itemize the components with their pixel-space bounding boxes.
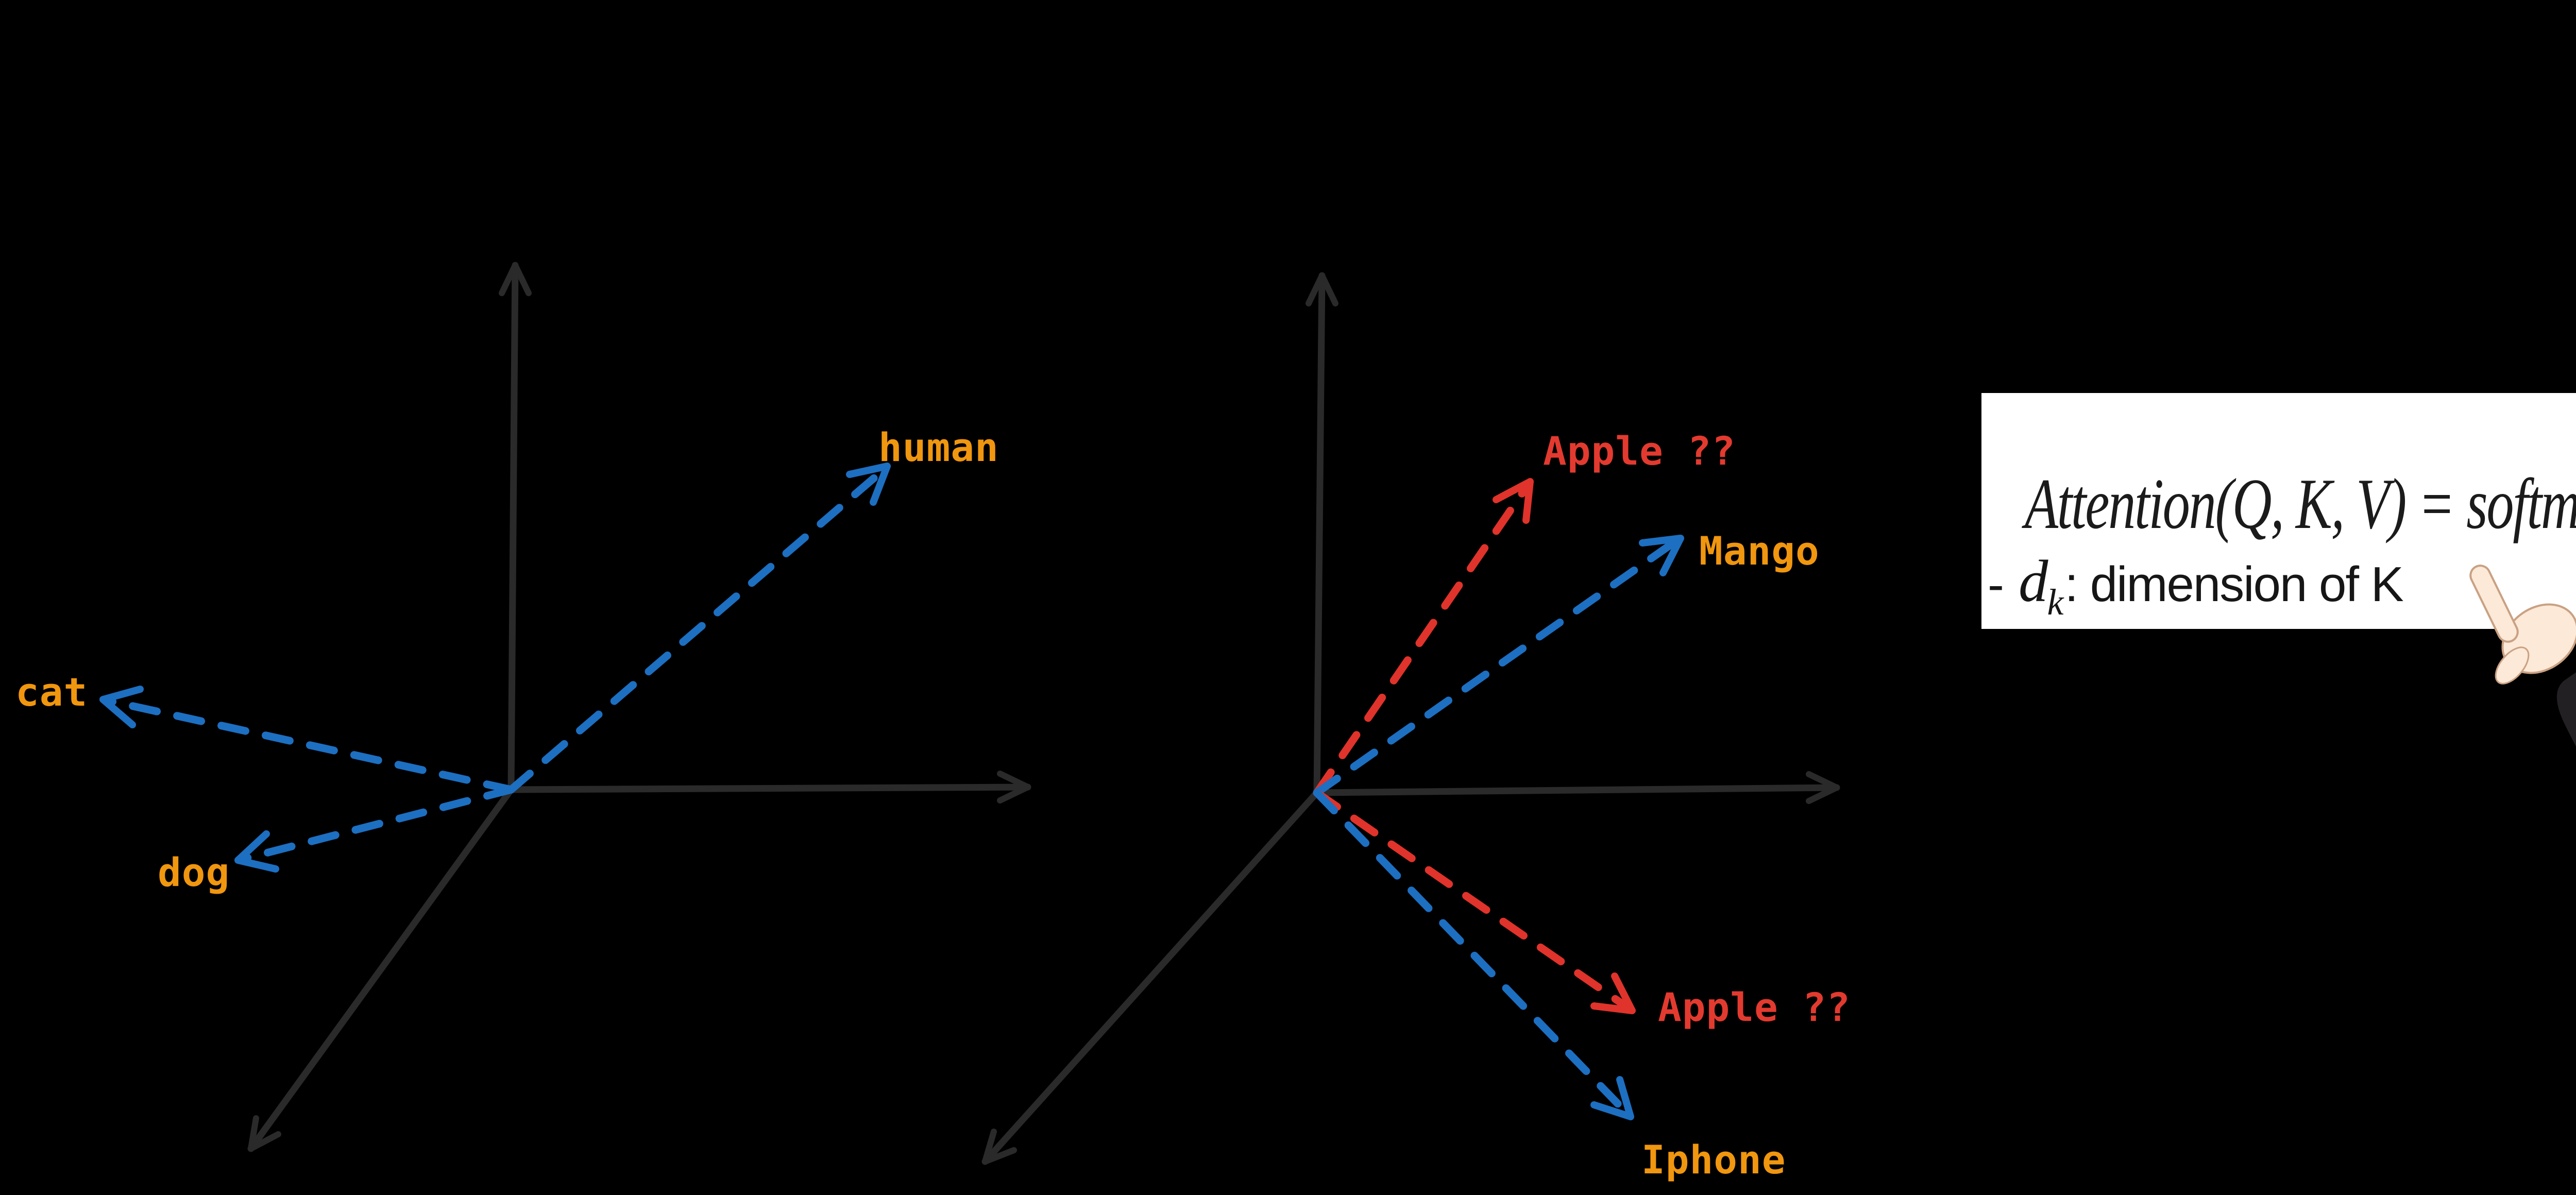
- dk-subscript: k: [2047, 582, 2063, 623]
- x-axis-arrowhead: [997, 771, 1031, 804]
- dk-description: : dimension of K: [2064, 557, 2403, 612]
- pointing-hand: [2469, 565, 2576, 685]
- vector-apple-up: [1313, 478, 1534, 797]
- vector-cat: [99, 686, 515, 794]
- vector-label-cat: cat: [15, 669, 88, 715]
- formula-panel: Attention(Q, K, V) = softmax ( QKT ) -dk…: [1981, 393, 2576, 629]
- x-axis-arrowhead: [1806, 771, 1840, 804]
- attention-formula-lhs: Attention(Q, K, V) = softmax: [2025, 464, 2576, 544]
- dk-symbol: d: [2018, 549, 2048, 614]
- right-axes: [981, 272, 1840, 1165]
- vector-apple-down: [1313, 789, 1636, 1014]
- bullet-dash: -: [1988, 557, 2004, 612]
- vector-label-mango: Mango: [1699, 528, 1820, 574]
- vector-label-human: human: [878, 424, 999, 470]
- vector-dog: [234, 786, 515, 873]
- pointing-arm: [2469, 565, 2576, 747]
- z-axis-arrowhead: [248, 1115, 281, 1152]
- left-axes: [247, 262, 1031, 1152]
- vector-label-apple-bottom: Apple ??: [1658, 984, 1851, 1030]
- vector-iphone: [1313, 789, 1634, 1120]
- vector-mango: [1313, 535, 1684, 797]
- anya-character-illustration: [2469, 565, 2576, 747]
- y-axis-arrowhead: [499, 262, 532, 296]
- vector-label-iphone: Iphone: [1641, 1137, 1786, 1183]
- vector-human: [507, 463, 891, 794]
- vector-label-apple-top: Apple ??: [1543, 428, 1736, 474]
- dk-definition: -dk: dimension of K: [1988, 549, 2404, 621]
- y-axis-arrowhead: [1306, 272, 1338, 306]
- vector-label-dog: dog: [158, 849, 230, 895]
- z-axis-arrowhead: [982, 1129, 1017, 1165]
